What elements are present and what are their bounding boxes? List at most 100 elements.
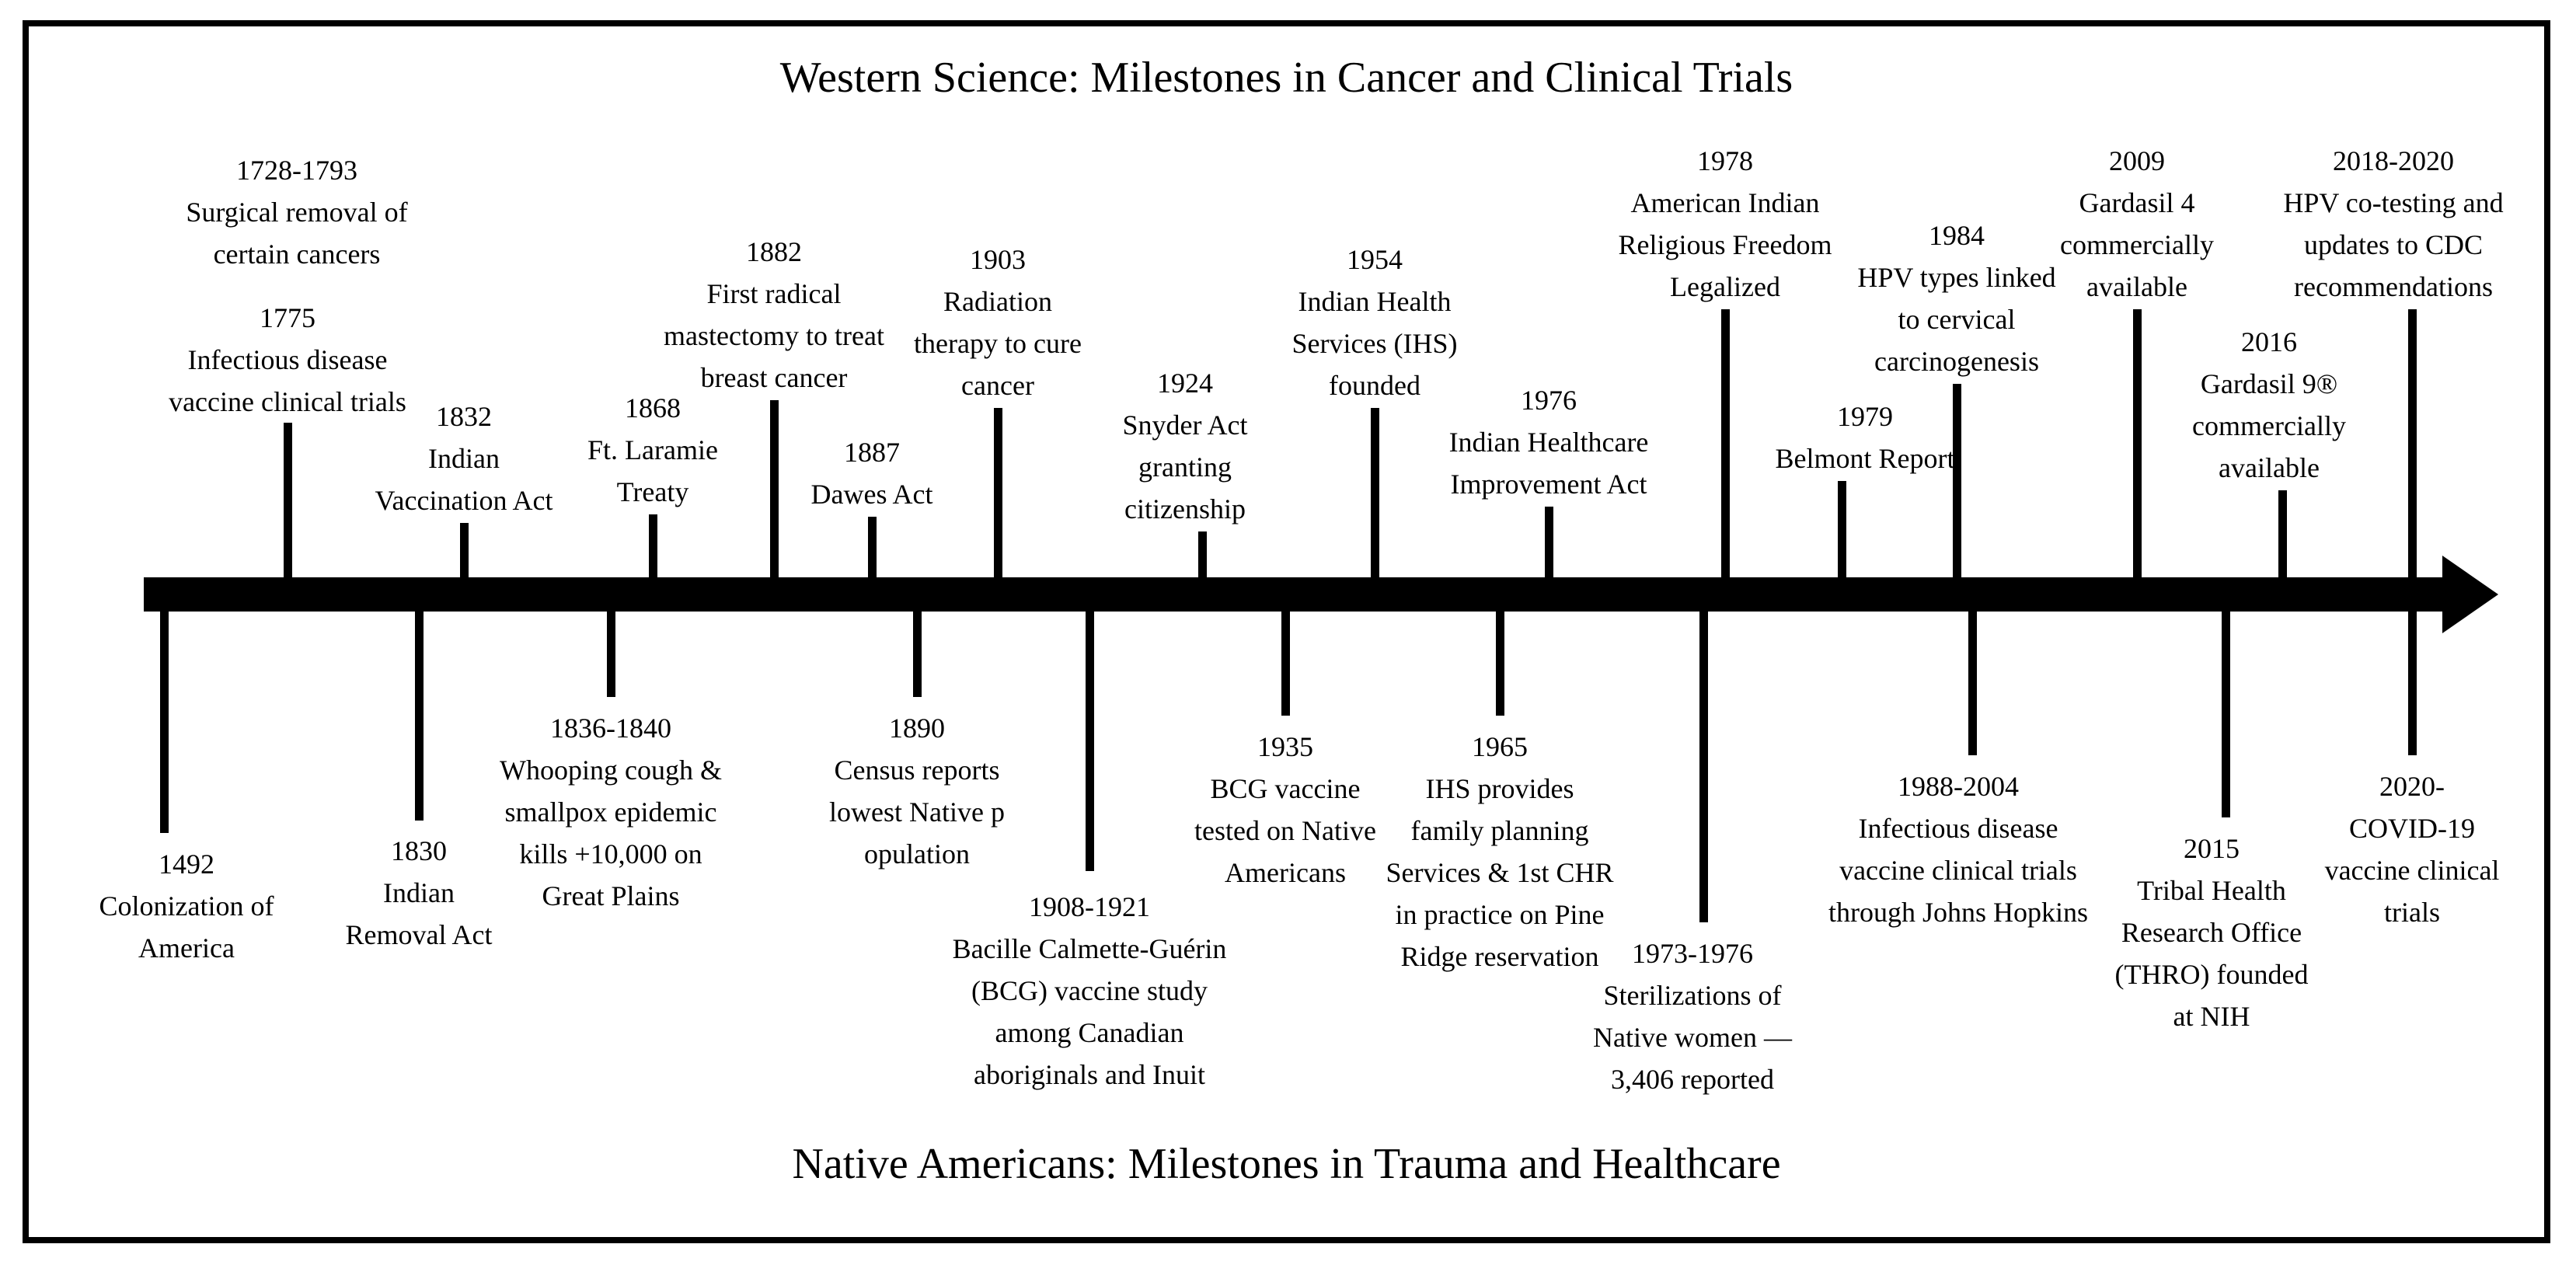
event-tick-1830 xyxy=(415,612,424,821)
event-label-line: in practice on Pine xyxy=(1395,899,1605,930)
event-year: 1728-1793 xyxy=(236,155,357,186)
event-label-line: IHS provides xyxy=(1425,773,1574,804)
event-label-line: Belmont Report xyxy=(1775,443,1955,474)
event-year: 1903 xyxy=(970,244,1026,275)
event-label-line: among Canadian xyxy=(995,1017,1184,1048)
event-label-line: Services (IHS) xyxy=(1291,328,1458,359)
event-label-line: commercially xyxy=(2192,410,2346,441)
event-label-line: mastectomy to treat xyxy=(664,320,884,351)
event-year: 2016 xyxy=(2241,326,2297,357)
event-year: 1984 xyxy=(1929,220,1985,251)
event-tick-1935 xyxy=(1281,612,1290,716)
event-label-line: opulation xyxy=(864,838,970,869)
event-label-line: Colonization of xyxy=(99,890,274,922)
event-label-line: HPV co-testing and xyxy=(2283,187,2504,218)
event-label-line: founded xyxy=(1329,370,1420,401)
event-tick-2015 xyxy=(2222,612,2230,817)
event-label-line: Indian xyxy=(383,877,455,908)
event-label-line: vaccine clinical trials xyxy=(1839,855,2077,886)
event-tick-1832 xyxy=(460,523,469,577)
event-label-line: tested on Native xyxy=(1194,815,1376,846)
event-year: 2018-2020 xyxy=(2333,145,2454,176)
event-tick-2018-2020 xyxy=(2408,309,2417,577)
event-label-line: cancer xyxy=(961,370,1034,401)
event-label-line: BCG vaccine xyxy=(1210,773,1361,804)
event-label-line: Indian Healthcare xyxy=(1448,427,1649,458)
event-label-line: Indian Health xyxy=(1298,286,1452,317)
event-label-line: lowest Native p xyxy=(829,796,1005,828)
event-label-line: through Johns Hopkins xyxy=(1828,897,2089,928)
event-label-line: therapy to cure xyxy=(914,328,1082,359)
event-label-line: citizenship xyxy=(1124,493,1246,524)
event-tick-1887 xyxy=(868,517,877,577)
top-title: Western Science: Milestones in Cancer an… xyxy=(779,54,1793,102)
event-label-line: Gardasil 9® xyxy=(2200,368,2338,399)
event-label-line: Indian xyxy=(428,443,500,474)
event-label-line: HPV types linked xyxy=(1857,262,2056,293)
event-label-line: smallpox epidemic xyxy=(504,796,717,828)
event-label-line: kills +10,000 on xyxy=(519,838,702,869)
event-tick-1903 xyxy=(994,408,1002,577)
event-year: 1954 xyxy=(1347,244,1403,275)
event-label-line: Ridge reservation xyxy=(1400,941,1599,972)
event-label-line: Services & 1st CHR xyxy=(1386,857,1614,888)
event-label-line: available xyxy=(2219,452,2320,483)
event-label-line: Religious Freedom xyxy=(1618,229,1832,260)
event-year: 1979 xyxy=(1837,401,1893,432)
event-tick-1954 xyxy=(1371,408,1379,577)
event-label-line: Radiation xyxy=(943,286,1052,317)
event-tick-1868 xyxy=(649,514,657,577)
event-year: 1965 xyxy=(1472,731,1528,762)
event-label-line: to cervical xyxy=(1898,304,2016,335)
event-label-line: Vaccination Act xyxy=(375,485,553,516)
event-label-line: commercially xyxy=(2060,229,2214,260)
event-year: 1882 xyxy=(746,236,802,267)
event-tick-1882 xyxy=(770,400,779,577)
event-tick-1492 xyxy=(160,612,169,833)
event-label-line: Gardasil 4 xyxy=(2079,187,2195,218)
event-year: 1973-1976 xyxy=(1632,938,1753,969)
event-label-line: (THRO) founded xyxy=(2114,959,2309,990)
event-label-line: American Indian xyxy=(1630,187,1820,218)
event-label-line: Treaty xyxy=(616,476,689,507)
event-label-line: Census reports xyxy=(834,754,1000,786)
event-label-line: America xyxy=(138,932,235,964)
event-tick-1976 xyxy=(1545,507,1553,577)
event-tick-2009 xyxy=(2133,309,2142,577)
event-label-line: Americans xyxy=(1225,857,1346,888)
event-label-line: carcinogenesis xyxy=(1874,346,2039,377)
event-label-line: breast cancer xyxy=(700,362,848,393)
event-year: 1887 xyxy=(844,437,900,468)
event-year: 2009 xyxy=(2109,145,2165,176)
event-year: 1978 xyxy=(1697,145,1753,176)
event-label-line: Snyder Act xyxy=(1122,409,1248,441)
event-label-line: Tribal Health xyxy=(2137,875,2286,906)
event-tick-2020- xyxy=(2408,612,2417,755)
event-label-line: Research Office xyxy=(2121,917,2302,948)
event-year: 1976 xyxy=(1521,385,1577,416)
event-label-line: Improvement Act xyxy=(1450,469,1647,500)
event-label-line: (BCG) vaccine study xyxy=(971,975,1208,1006)
event-label-line: Surgical removal of xyxy=(186,197,408,228)
event-year: 1832 xyxy=(436,401,492,432)
event-tick-1979 xyxy=(1838,481,1846,577)
event-label-line: certain cancers xyxy=(213,239,381,270)
